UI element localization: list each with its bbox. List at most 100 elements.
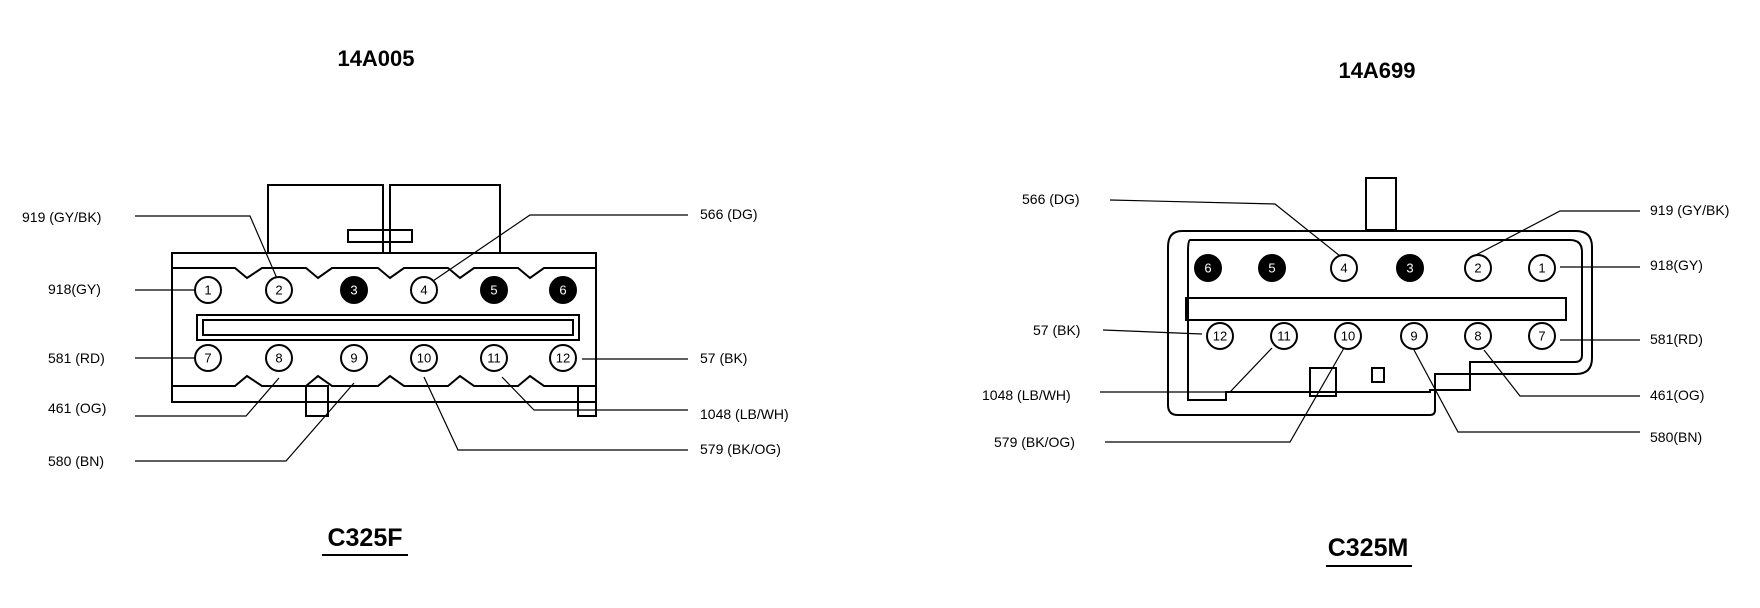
- circuit-label: 580 (BN): [48, 453, 104, 469]
- pin-11: 11: [480, 344, 508, 372]
- connector-body-c325m: [1167, 177, 1593, 416]
- pin-10: 10: [410, 344, 438, 372]
- pin-number: 4: [420, 283, 427, 298]
- pin-circle: [549, 344, 577, 372]
- pin-filled-circle: [480, 276, 508, 304]
- pin-number: 1: [1538, 261, 1545, 276]
- pin-filled-circle: [1258, 254, 1286, 282]
- pin-number: 2: [1474, 261, 1481, 276]
- pin-circle: [410, 344, 438, 372]
- pin-3: 3: [340, 276, 368, 304]
- pin-circle: [410, 276, 438, 304]
- connector-c325f: 14A005 919 (GY/BK) 918(GY) 581 (RD) 461 …: [22, 46, 789, 556]
- pin-1: 1: [194, 276, 222, 304]
- pin-circle: [265, 276, 293, 304]
- pin-labels-c325f: 919 (GY/BK) 918(GY) 581 (RD) 461 (OG) 58…: [22, 206, 789, 469]
- circuit-label: 918(GY): [1650, 257, 1703, 273]
- pin-number: 5: [490, 283, 497, 298]
- circuit-label: 57 (BK): [700, 350, 747, 366]
- pin-labels-c325m: 566 (DG) 57 (BK) 1048 (LB/WH) 579 (BK/OG…: [982, 191, 1729, 450]
- pin-circle: [1270, 322, 1298, 350]
- pin-circle: [194, 344, 222, 372]
- pin-circle: [480, 344, 508, 372]
- pin-number: 4: [1340, 261, 1347, 276]
- pin-number: 10: [417, 351, 431, 366]
- pin-number: 8: [275, 351, 282, 366]
- circuit-label: 461(OG): [1650, 387, 1704, 403]
- circuit-label: 566 (DG): [1022, 191, 1080, 207]
- lead-lines-c325f: [135, 214, 688, 462]
- pin-number: 6: [559, 283, 566, 298]
- pin-11: 11: [1270, 322, 1298, 350]
- pin-1: 1: [1528, 254, 1556, 282]
- pin-filled-circle: [340, 276, 368, 304]
- pin-number: 12: [556, 351, 570, 366]
- circuit-label: 919 (GY/BK): [1650, 202, 1729, 218]
- pin-number: 10: [1341, 329, 1355, 344]
- pin-filled-circle: [549, 276, 577, 304]
- circuit-label: 581(RD): [1650, 331, 1703, 347]
- pin-circle: [265, 344, 293, 372]
- pin-number: 5: [1268, 261, 1275, 276]
- pin-10: 10: [1334, 322, 1362, 350]
- circuit-label: 579 (BK/OG): [994, 434, 1075, 450]
- pin-circle: [1400, 322, 1428, 350]
- pin-6: 6: [1194, 254, 1222, 282]
- pin-number: 1: [204, 283, 211, 298]
- circuit-label: 918(GY): [48, 281, 101, 297]
- pin-5: 5: [1258, 254, 1286, 282]
- pin-number: 9: [350, 351, 357, 366]
- pin-6: 6: [549, 276, 577, 304]
- connector-c325m: 14A699 566 (DG) 57 (BK) 1048 (LB/WH) 579…: [982, 58, 1729, 567]
- pin-8: 8: [265, 344, 293, 372]
- pin-number: 12: [1213, 329, 1227, 344]
- pin-9: 9: [340, 344, 368, 372]
- part-number-14a699: 14A699: [1338, 58, 1415, 83]
- pin-number: 8: [1474, 329, 1481, 344]
- lead-lines-c325m: [1100, 199, 1640, 443]
- pin-circle: [1464, 254, 1492, 282]
- pin-number: 7: [1538, 329, 1545, 344]
- circuit-label: 57 (BK): [1033, 322, 1080, 338]
- pin-3: 3: [1396, 254, 1424, 282]
- pin-circle: [1334, 322, 1362, 350]
- pin-number: 3: [350, 283, 357, 298]
- connector-name-c325f: C325F: [327, 524, 402, 552]
- pin-number: 11: [1277, 329, 1291, 344]
- pin-circle: [1206, 322, 1234, 350]
- pin-7: 7: [194, 344, 222, 372]
- pin-circle: [1464, 322, 1492, 350]
- connector-body-c325f: [171, 184, 597, 417]
- pin-7: 7: [1528, 322, 1556, 350]
- circuit-label: 1048 (LB/WH): [700, 406, 789, 422]
- pin-filled-circle: [1396, 254, 1424, 282]
- pin-circle: [340, 344, 368, 372]
- pin-4: 4: [410, 276, 438, 304]
- pin-circle: [194, 276, 222, 304]
- circuit-label: 579 (BK/OG): [700, 441, 781, 457]
- pin-circle: [1528, 254, 1556, 282]
- pin-number: 7: [204, 351, 211, 366]
- pin-12: 12: [1206, 322, 1234, 350]
- circuit-label: 1048 (LB/WH): [982, 387, 1071, 403]
- pin-circle: [1528, 322, 1556, 350]
- pin-5: 5: [480, 276, 508, 304]
- circuit-label: 580(BN): [1650, 429, 1702, 445]
- part-number-14a005: 14A005: [337, 46, 414, 71]
- pin-12: 12: [549, 344, 577, 372]
- circuit-label: 919 (GY/BK): [22, 209, 101, 225]
- pin-circle: [1330, 254, 1358, 282]
- circuit-label: 566 (DG): [700, 206, 758, 222]
- connector-name-c325m: C325M: [1328, 534, 1409, 562]
- pin-9: 9: [1400, 322, 1428, 350]
- circuit-label: 461 (OG): [48, 400, 106, 416]
- pin-number: 9: [1410, 329, 1417, 344]
- pin-number: 6: [1204, 261, 1211, 276]
- pin-2: 2: [265, 276, 293, 304]
- pin-4: 4: [1330, 254, 1358, 282]
- pin-number: 3: [1406, 261, 1413, 276]
- pin-filled-circle: [1194, 254, 1222, 282]
